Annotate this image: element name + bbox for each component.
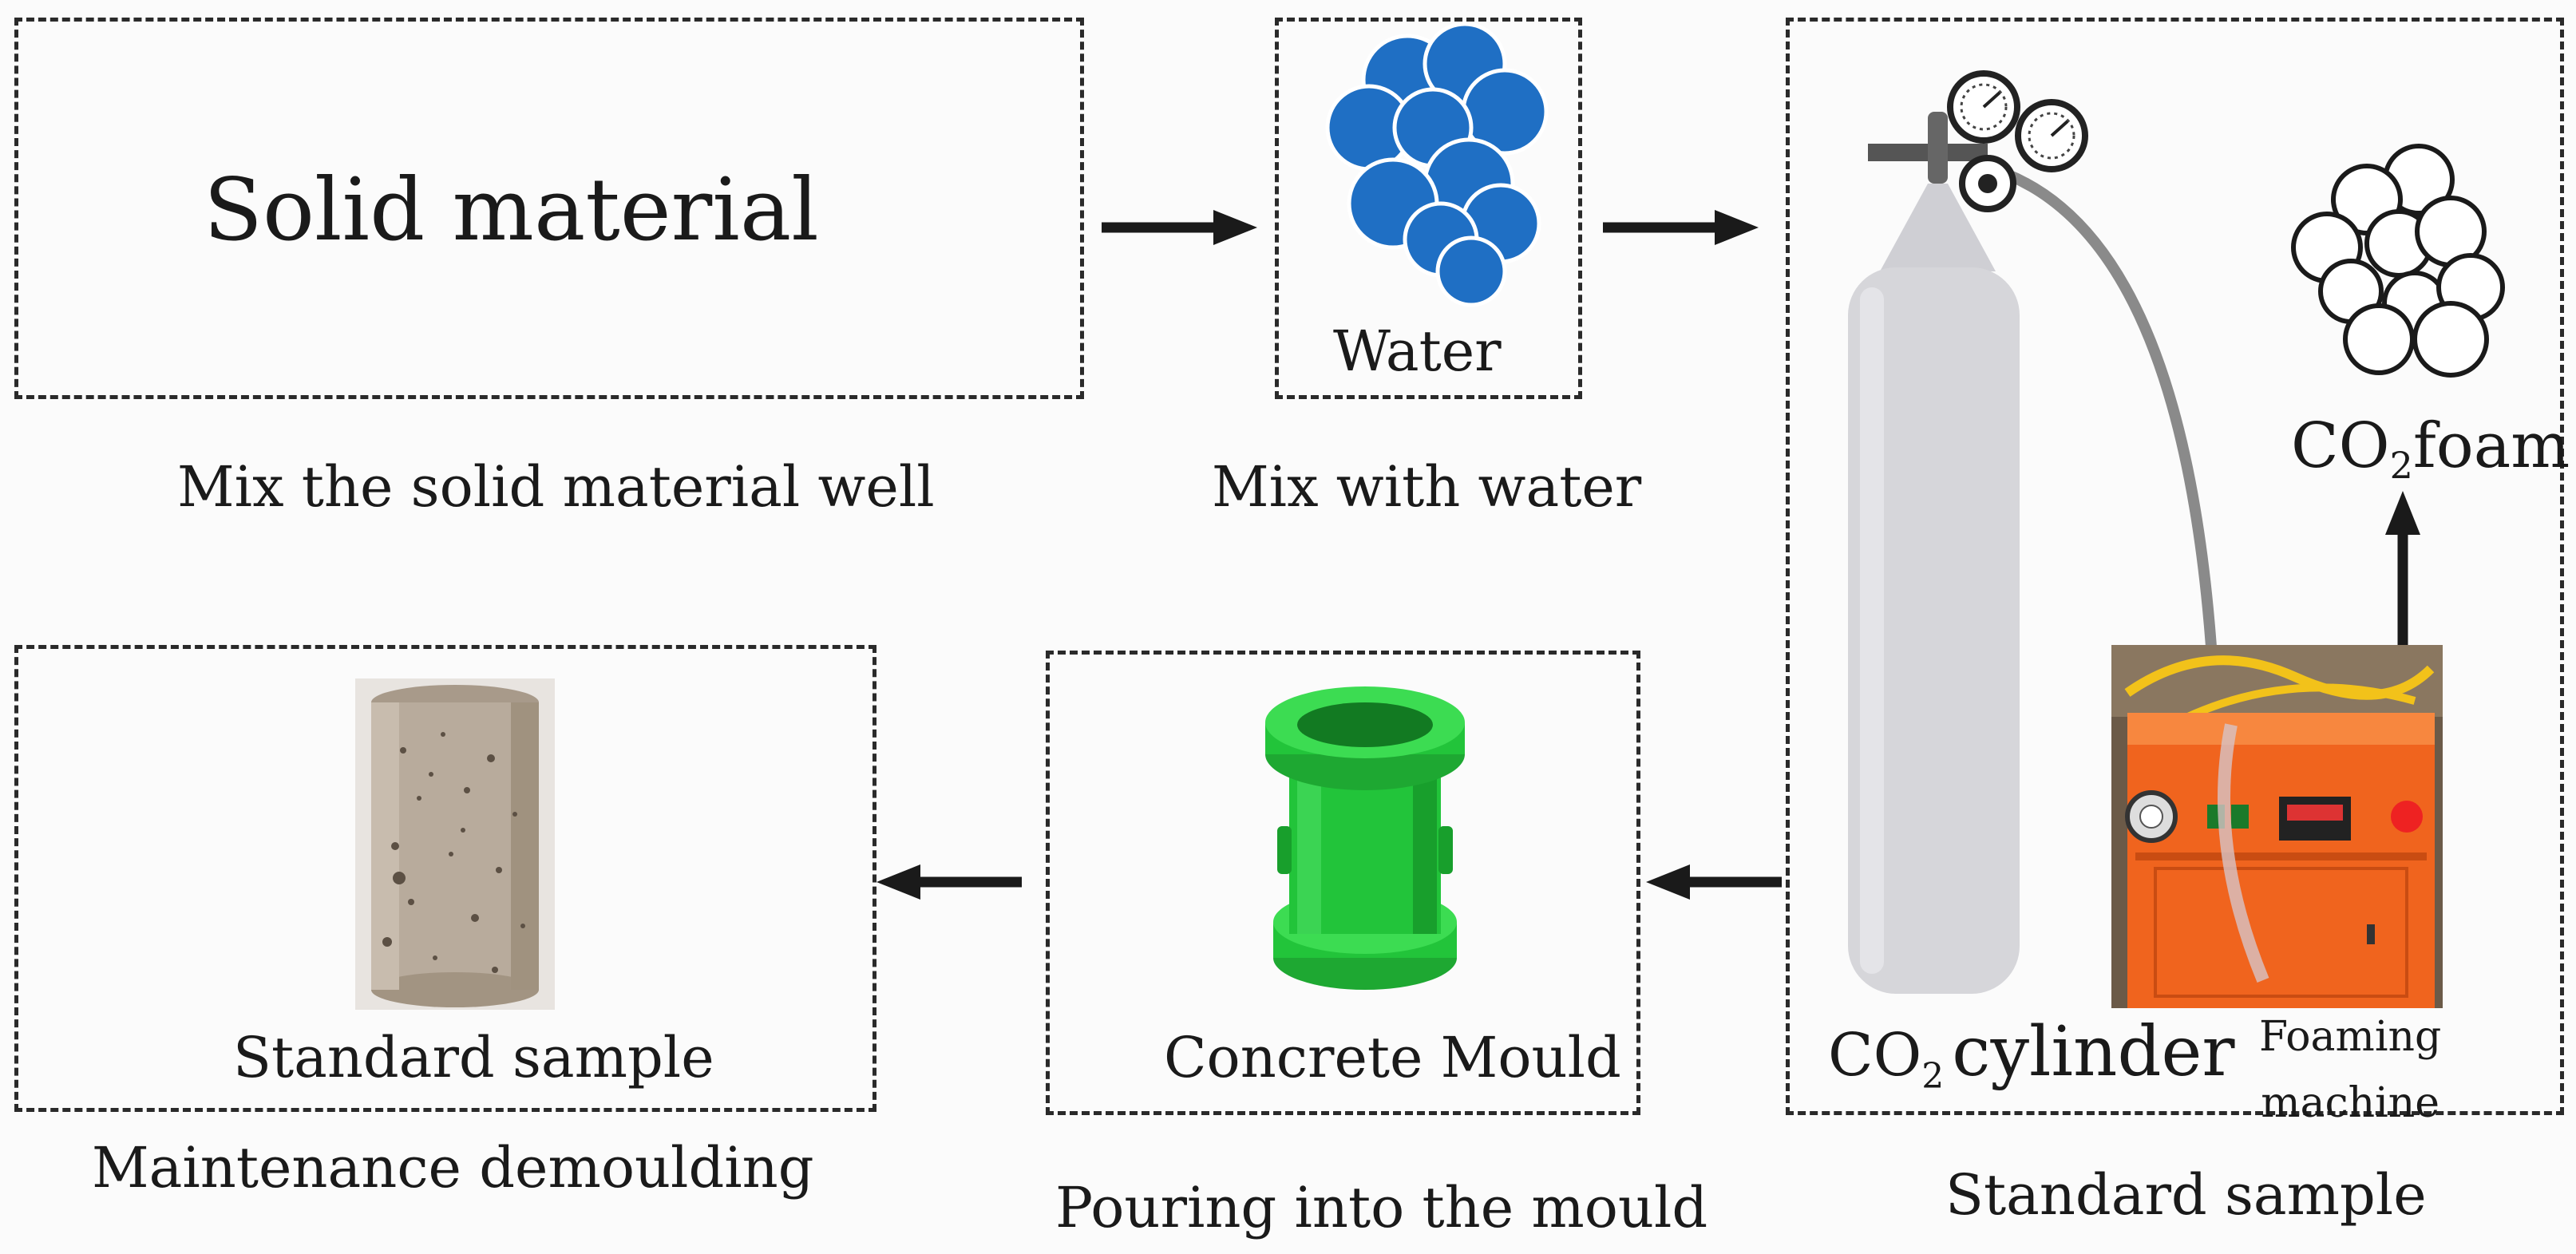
foam-concrete-sample-icon [355, 678, 555, 1010]
mould-label: Concrete Mould [1164, 1025, 1621, 1090]
solid-material-caption: Mix the solid material well [177, 454, 935, 520]
foaming-box [1786, 18, 2564, 1115]
mould-box [1046, 651, 1640, 1115]
sample-box [14, 645, 876, 1112]
mould-caption: Pouring into the mould [1055, 1175, 1708, 1240]
arrow-left-icon [1646, 864, 1782, 900]
solid-material-box [14, 18, 1084, 399]
arrow-right-icon [1603, 210, 1759, 245]
solid-material-label: Solid material [204, 160, 819, 260]
foaming-machine-label: Foaming machine [2259, 1013, 2442, 1128]
water-caption: Mix with water [1212, 454, 1642, 520]
water-box [1275, 18, 1582, 399]
sample-label: Standard sample [233, 1025, 714, 1090]
concrete-mould-icon [1265, 686, 1465, 990]
arrow-right-icon [1102, 210, 1257, 245]
foaming-machine-icon [2111, 645, 2443, 1008]
gas-cylinder-icon [1848, 70, 2217, 994]
co2-foam-label: CO2foam [2291, 410, 2570, 487]
water-droplets-icon [1325, 22, 1549, 307]
arrow-up-icon [2385, 491, 2420, 647]
sample-caption: Maintenance demoulding [92, 1135, 814, 1201]
water-label: Water [1333, 318, 1502, 384]
foaming-caption: Standard sample [1945, 1162, 2427, 1228]
arrow-left-icon [876, 864, 1022, 900]
foam-bubbles-icon [2291, 144, 2505, 378]
